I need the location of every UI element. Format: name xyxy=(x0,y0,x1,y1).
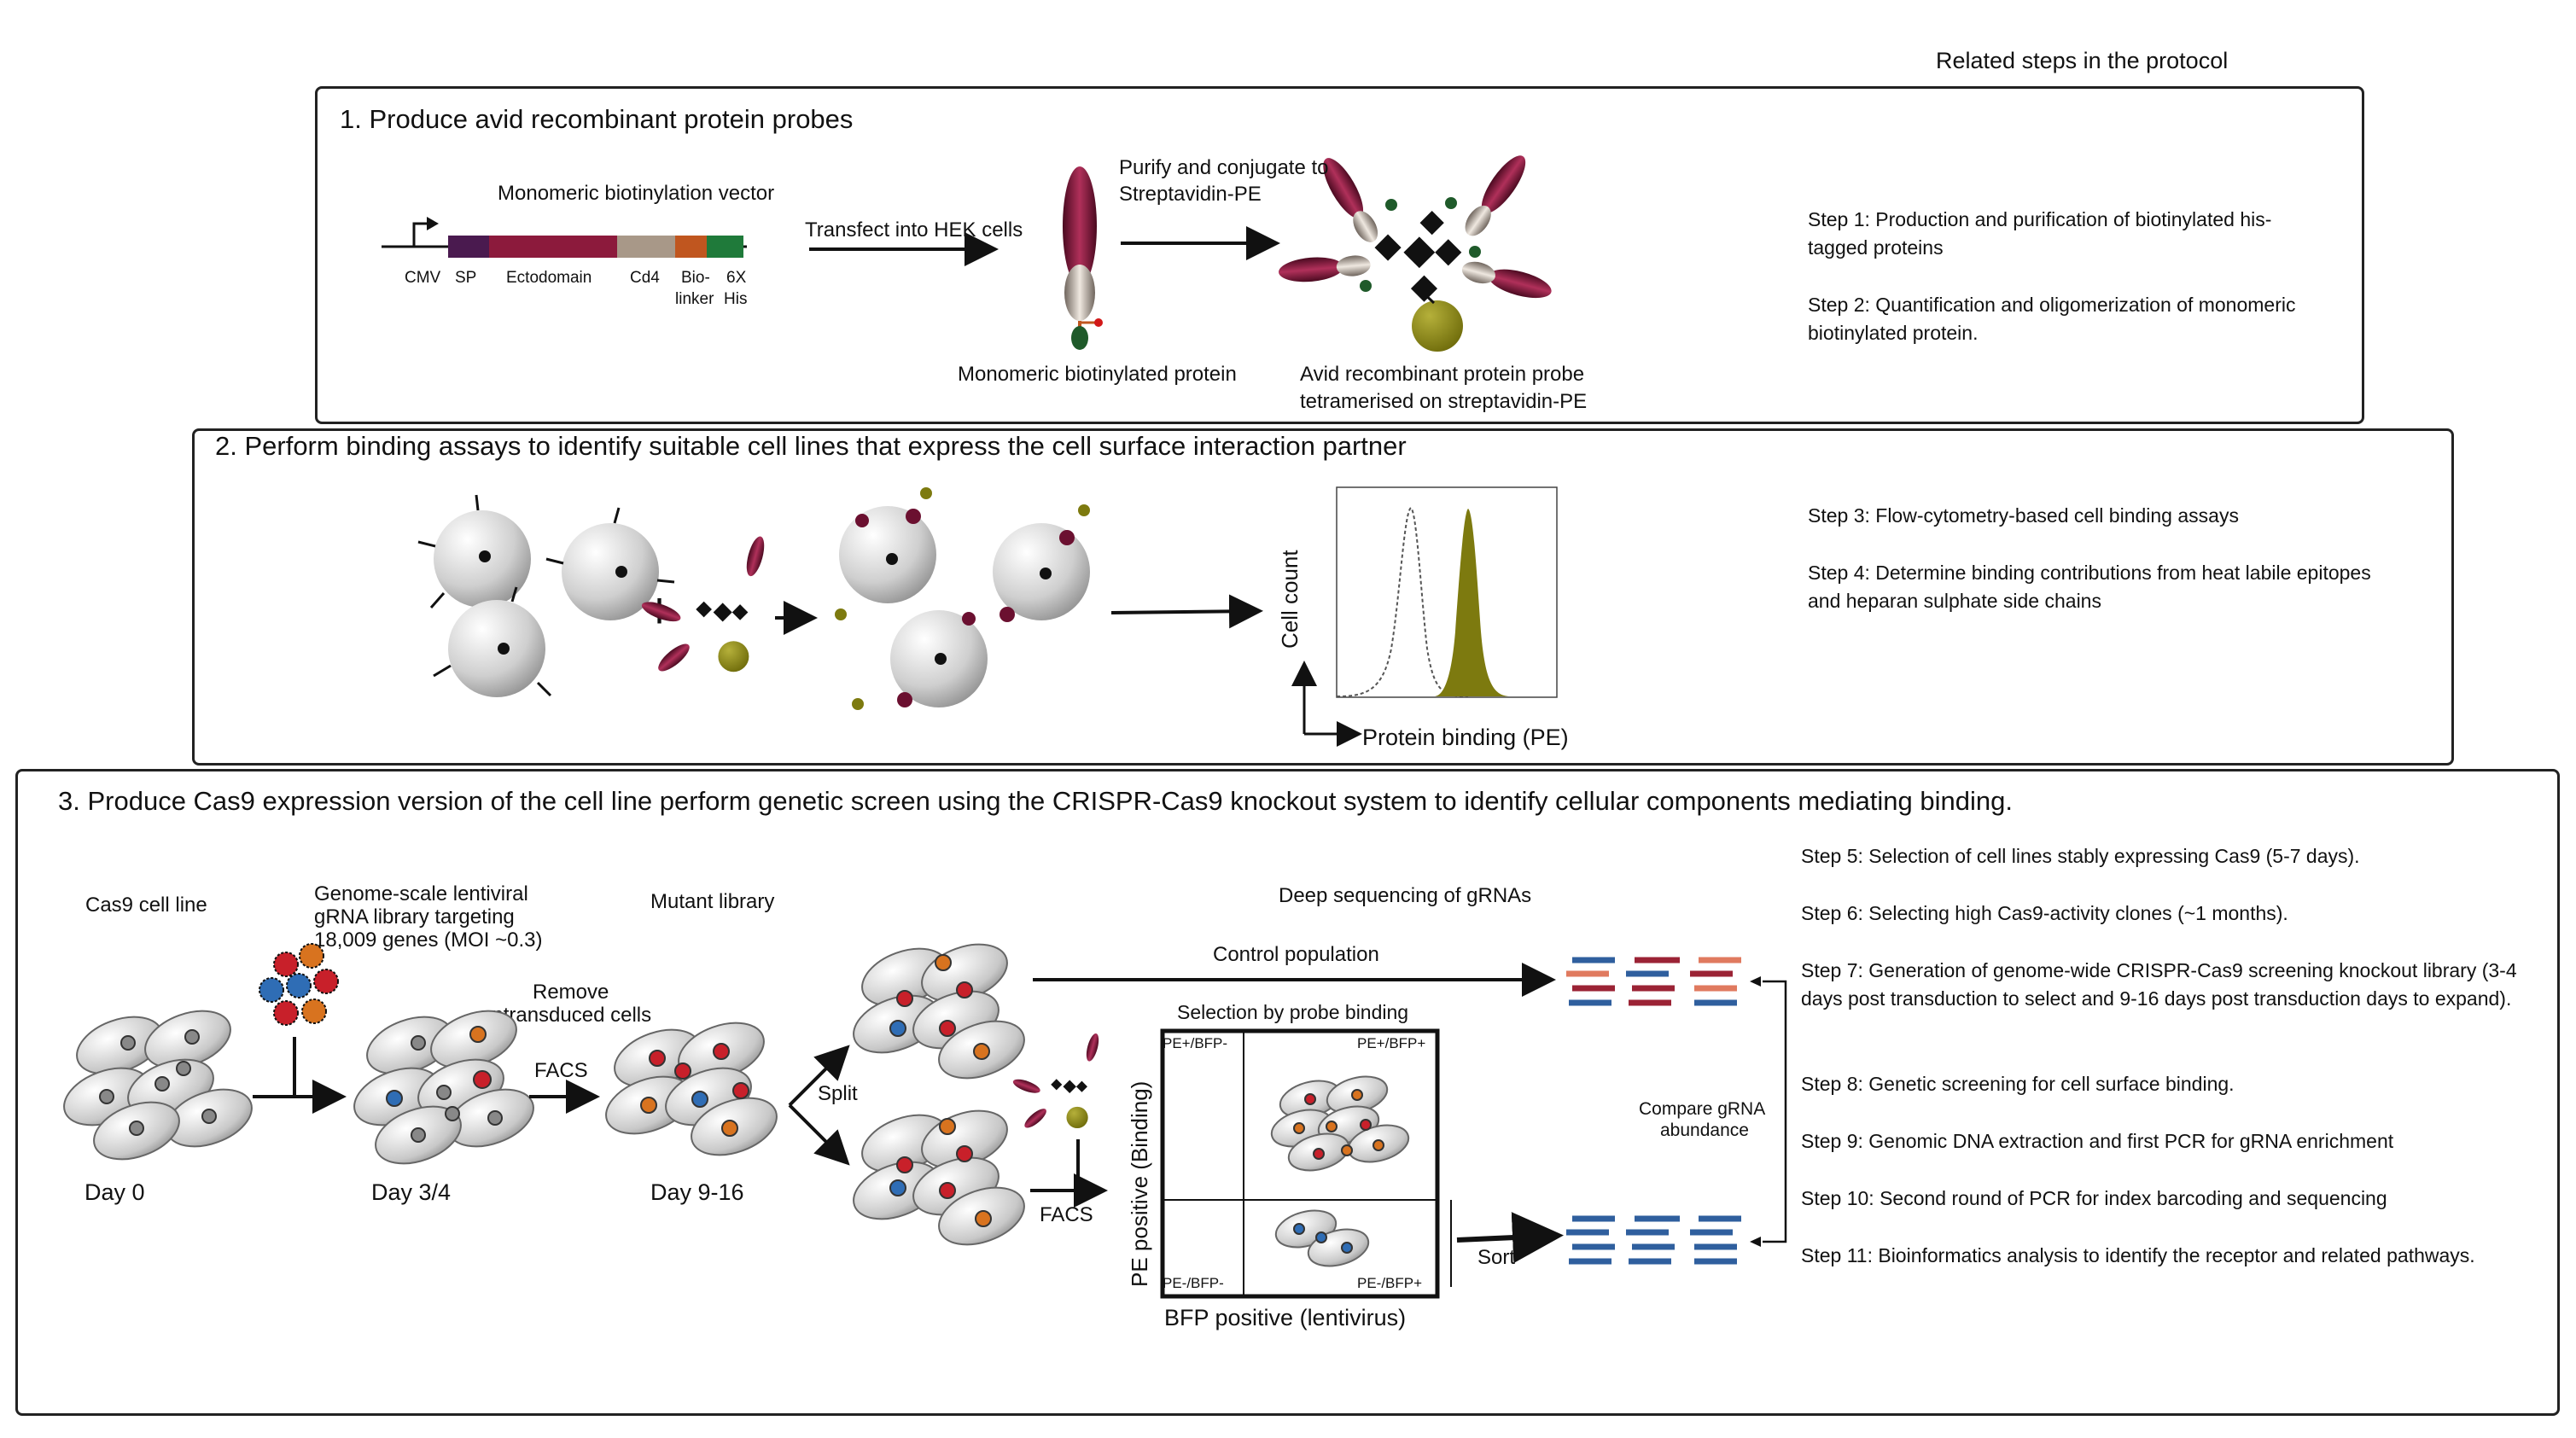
lib-label-2: gRNA library targeting xyxy=(314,905,515,929)
cas9-label: Cas9 cell line xyxy=(85,894,207,917)
screen-cluster xyxy=(853,1109,1025,1246)
step-11: Step 11: Bioinformatics analysis to iden… xyxy=(1801,1244,2475,1266)
step-3: Step 3: Flow-cytometry-based cell bindin… xyxy=(1808,504,2239,527)
cell-group-unbound xyxy=(417,494,675,697)
6x-label: 6X xyxy=(726,269,747,287)
cd4-segment xyxy=(617,236,675,258)
monomer-ectodomain xyxy=(1063,166,1097,286)
bio-label: Bio- xyxy=(681,269,710,287)
grna-bars-control xyxy=(1566,957,1741,1006)
cas9-cell-cluster xyxy=(63,1010,253,1161)
grna-bars-sorted xyxy=(1566,1215,1741,1265)
facs-xaxis: BFP positive (lentivirus) xyxy=(1164,1305,1407,1330)
step-8: Step 8: Genetic screening for cell surfa… xyxy=(1801,1073,2235,1095)
flow-arrow xyxy=(1110,594,1263,629)
step-9: Step 9: Genomic DNA extraction and first… xyxy=(1801,1130,2394,1152)
binding-histogram xyxy=(1291,486,1558,747)
quadrant-tr: PE+/BFP+ xyxy=(1357,1035,1426,1051)
ectodomain-segment xyxy=(489,236,617,258)
compare-label-1: Compare gRNA xyxy=(1639,1099,1766,1119)
purify-label-1: Purify and conjugate to xyxy=(1119,156,1329,179)
biotin-dot xyxy=(1094,318,1103,327)
lib-label-3: 18,009 genes (MOI ~0.3) xyxy=(314,929,543,952)
day34-label: Day 3/4 xyxy=(371,1179,452,1205)
ectodomain-label: Ectodomain xyxy=(506,269,592,287)
facs-label-1: FACS xyxy=(534,1059,588,1082)
quadrant-br: PE-/BFP+ xyxy=(1357,1275,1423,1291)
related-steps-header: Related steps in the protocol xyxy=(1936,48,2229,73)
his-label: His xyxy=(724,290,748,308)
deep-seq-label: Deep sequencing of gRNAs xyxy=(1279,884,1532,907)
cd4-label: Cd4 xyxy=(630,269,660,287)
control-cluster xyxy=(853,943,1025,1080)
facs-label-2: FACS xyxy=(1040,1203,1093,1226)
vector-title: Monomeric biotinylation vector xyxy=(498,182,775,205)
quadrant-bl: PE-/BFP- xyxy=(1163,1275,1224,1291)
remove-label-1: Remove xyxy=(533,981,609,1004)
pe-peak xyxy=(1434,509,1511,696)
avid-label-1: Avid recombinant protein probe xyxy=(1300,363,1585,386)
facs-plot xyxy=(1160,1028,1440,1299)
mutant-library-cluster xyxy=(605,1022,778,1156)
sp-segment xyxy=(448,236,489,258)
monomer-his xyxy=(1071,326,1088,350)
control-peak xyxy=(1336,506,1469,697)
quadrant-tl: PE+/BFP- xyxy=(1163,1035,1228,1051)
sp-label: SP xyxy=(455,269,477,287)
lentiviral-library-icon xyxy=(259,943,339,1026)
linker-label: linker xyxy=(675,290,714,308)
linker-segment xyxy=(675,236,707,258)
cmv-label: CMV xyxy=(405,269,441,287)
monomer-label: Monomeric biotinylated protein xyxy=(958,363,1237,386)
control-label: Control population xyxy=(1213,943,1379,966)
step-7: Step 7: Generation of genome-wide CRISPR… xyxy=(1801,959,2517,1010)
tetramer-probe xyxy=(1279,155,1552,352)
cell-group-bound xyxy=(835,487,1090,710)
monomer-cd4 xyxy=(1064,265,1095,321)
step-5: Step 5: Selection of cell lines stably e… xyxy=(1801,845,2360,867)
step-10: Step 10: Second round of PCR for index b… xyxy=(1801,1187,2387,1209)
avid-label-2: tetramerised on streptavidin-PE xyxy=(1300,390,1588,413)
facs-yaxis: PE positive (Binding) xyxy=(1127,1080,1152,1287)
sort-label: Sort xyxy=(1477,1246,1516,1269)
step-2: Step 2: Quantification and oligomerizati… xyxy=(1808,294,2296,344)
day916-label: Day 9-16 xyxy=(650,1179,744,1205)
purify-label-2: Streptavidin-PE xyxy=(1119,183,1262,206)
day0-label: Day 0 xyxy=(85,1179,145,1205)
step-1: Step 1: Production and purification of b… xyxy=(1808,208,2272,259)
selection-label: Selection by probe binding xyxy=(1177,1001,1409,1023)
panel-3-title: 3. Produce Cas9 expression version of th… xyxy=(58,786,2013,816)
panel-2-title: 2. Perform binding assays to identify su… xyxy=(215,431,1407,461)
panel-1-title: 1. Produce avid recombinant protein prob… xyxy=(340,104,854,134)
compare-label-2: abundance xyxy=(1660,1121,1749,1140)
promoter-arrow-icon xyxy=(412,222,428,247)
step-6: Step 6: Selecting high Cas9-activity clo… xyxy=(1801,902,2288,924)
his-segment xyxy=(707,236,743,258)
step-4: Step 4: Determine binding contributions … xyxy=(1808,562,2371,612)
probe-mini xyxy=(1012,1033,1099,1129)
split-label: Split xyxy=(818,1082,858,1105)
histogram-xlabel: Protein binding (PE) xyxy=(1362,725,1569,750)
mutant-label: Mutant library xyxy=(650,890,775,913)
transduced-cell-cluster xyxy=(353,1010,534,1165)
lib-label-1: Genome-scale lentiviral xyxy=(314,882,528,905)
